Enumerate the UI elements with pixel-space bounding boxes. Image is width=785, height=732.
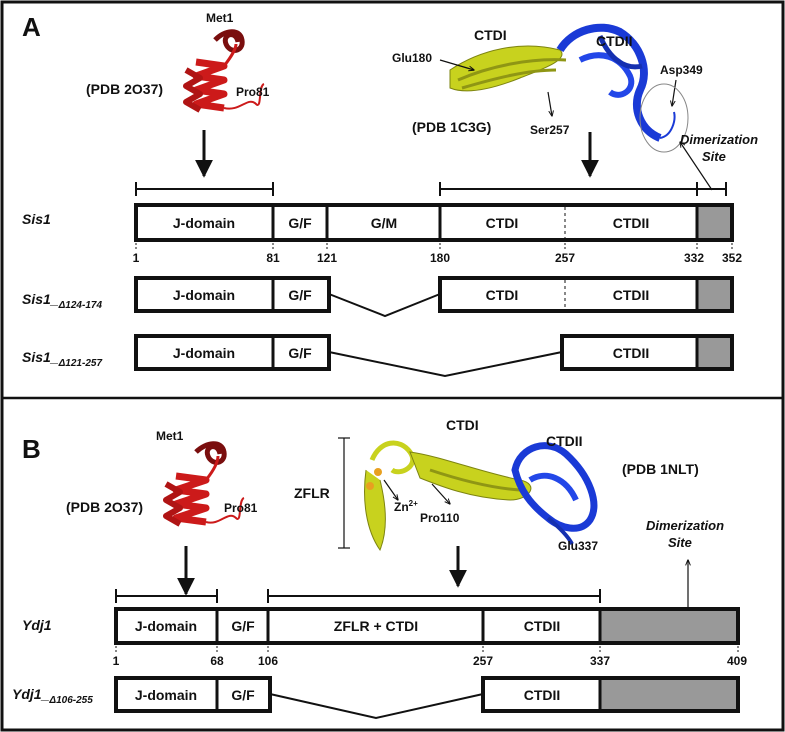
ctdi-struct-label-a: CTDI bbox=[474, 27, 507, 43]
ydj1-name: Ydj1 bbox=[22, 617, 52, 633]
sis1-d124-seg-gf: G/F bbox=[288, 287, 312, 303]
sis1-d121-seg-ctdii: CTDII bbox=[613, 345, 650, 361]
sis1-d121-bar bbox=[134, 334, 734, 378]
zn-pointer bbox=[383, 479, 398, 500]
sis1-d121-name: Sis1_Δ121-257 bbox=[22, 349, 102, 369]
pdb-2o37-label-b: (PDB 2O37) bbox=[66, 499, 143, 515]
sis1-pos-352: 352 bbox=[722, 251, 742, 265]
ydj1-pos-106: 106 bbox=[258, 654, 278, 668]
zn-label: Zn2+ bbox=[394, 499, 418, 514]
site-label-a: Site bbox=[702, 149, 726, 164]
sis1-pos-332: 332 bbox=[684, 251, 704, 265]
ydj1-seg-jdomain: J-domain bbox=[135, 618, 197, 634]
glu337-label: Glu337 bbox=[558, 539, 598, 553]
dimerization-circle-a bbox=[639, 83, 689, 153]
jdomain-structure-a bbox=[183, 29, 265, 113]
ydj1-seg-gf: G/F bbox=[231, 618, 255, 634]
ydj1-pos-257: 257 bbox=[473, 654, 493, 668]
pro81-label-a: Pro81 bbox=[236, 85, 270, 99]
ctd-structure-b bbox=[364, 440, 598, 552]
ydj1-d106-name: Ydj1_Δ106-255 bbox=[12, 686, 93, 706]
sis1-d121-seg-gf: G/F bbox=[288, 345, 312, 361]
sis1-d124-seg-ctdi: CTDI bbox=[486, 287, 519, 303]
ydj1-d106-seg-jdomain: J-domain bbox=[135, 687, 197, 703]
zflr-struct-label: ZFLR bbox=[294, 485, 330, 501]
zflr-bracket bbox=[338, 437, 350, 549]
sis1-seg-ctdii: CTDII bbox=[613, 215, 650, 231]
sis1-seg-jdomain: J-domain bbox=[173, 215, 235, 231]
ctdii-struct-label-a: CTDII bbox=[596, 33, 633, 49]
glu180-pointer bbox=[439, 59, 474, 70]
sis1-d124-name: Sis1_Δ124-174 bbox=[22, 291, 102, 311]
glu180-label-a: Glu180 bbox=[392, 51, 432, 65]
ydj1-bar bbox=[114, 607, 740, 645]
ydj1-pos-1: 1 bbox=[113, 654, 120, 668]
pro110-pointer bbox=[431, 483, 450, 504]
sis1-d124-seg-jdomain: J-domain bbox=[173, 287, 235, 303]
dimerization-label-a: Dimerization bbox=[680, 132, 758, 147]
ydj1-d106-bar bbox=[114, 676, 740, 720]
met1-label-b: Met1 bbox=[156, 429, 184, 443]
ydj1-pos-409: 409 bbox=[727, 654, 747, 668]
sis1-pos-121: 121 bbox=[317, 251, 337, 265]
sis1-seg-ctdi: CTDI bbox=[486, 215, 519, 231]
ydj1-pos-68: 68 bbox=[210, 654, 224, 668]
sis1-d124-seg-ctdii: CTDII bbox=[613, 287, 650, 303]
ser257-label-a: Ser257 bbox=[530, 123, 570, 137]
jdomain-structure-b bbox=[163, 441, 245, 527]
sis1-d121-seg-jdomain: J-domain bbox=[173, 345, 235, 361]
ydj1-seg-ctdii: CTDII bbox=[524, 618, 561, 634]
bracket-ctd-a bbox=[439, 182, 727, 196]
dimerization-label-b: Dimerization bbox=[646, 518, 724, 533]
pdb-1c3g-label-a: (PDB 1C3G) bbox=[412, 119, 491, 135]
panel-a-letter: A bbox=[22, 12, 41, 42]
sis1-pos-1: 1 bbox=[133, 251, 140, 265]
ctdi-struct-label-b: CTDI bbox=[446, 417, 479, 433]
sis1-name: Sis1 bbox=[22, 211, 51, 227]
panel-b-letter: B bbox=[22, 434, 41, 464]
arrow-dimerization-a bbox=[680, 142, 713, 191]
pdb-1nlt-label-b: (PDB 1NLT) bbox=[622, 461, 699, 477]
asp349-label-a: Asp349 bbox=[660, 63, 703, 77]
ctdii-struct-label-b: CTDII bbox=[546, 433, 583, 449]
bracket-jdomain-a bbox=[135, 182, 274, 196]
sis1-pos-257: 257 bbox=[555, 251, 575, 265]
sis1-ticks bbox=[135, 243, 733, 250]
ydj1-d106-seg-gf: G/F bbox=[231, 687, 255, 703]
pro110-label: Pro110 bbox=[420, 511, 460, 525]
sis1-d124-bar bbox=[134, 276, 734, 318]
sis1-pos-180: 180 bbox=[430, 251, 450, 265]
pdb-2o37-label-a: (PDB 2O37) bbox=[86, 81, 163, 97]
bracket-ctd-b bbox=[267, 589, 601, 603]
sis1-seg-gf: G/F bbox=[288, 215, 312, 231]
bracket-jdomain-b bbox=[115, 589, 218, 603]
sis1-pos-81: 81 bbox=[266, 251, 280, 265]
asp349-pointer bbox=[672, 79, 677, 106]
pro81-label-b: Pro81 bbox=[224, 501, 258, 515]
site-label-b: Site bbox=[668, 535, 692, 550]
ydj1-ticks bbox=[115, 646, 739, 653]
ydj1-d106-seg-ctdii: CTDII bbox=[524, 687, 561, 703]
sis1-seg-gm: G/M bbox=[371, 215, 397, 231]
ser257-pointer bbox=[547, 91, 552, 116]
ydj1-pos-337: 337 bbox=[590, 654, 610, 668]
sis1-bar bbox=[134, 203, 734, 242]
met1-label-a: Met1 bbox=[206, 11, 234, 25]
ydj1-seg-zflr-ctdi: ZFLR + CTDI bbox=[334, 618, 418, 634]
